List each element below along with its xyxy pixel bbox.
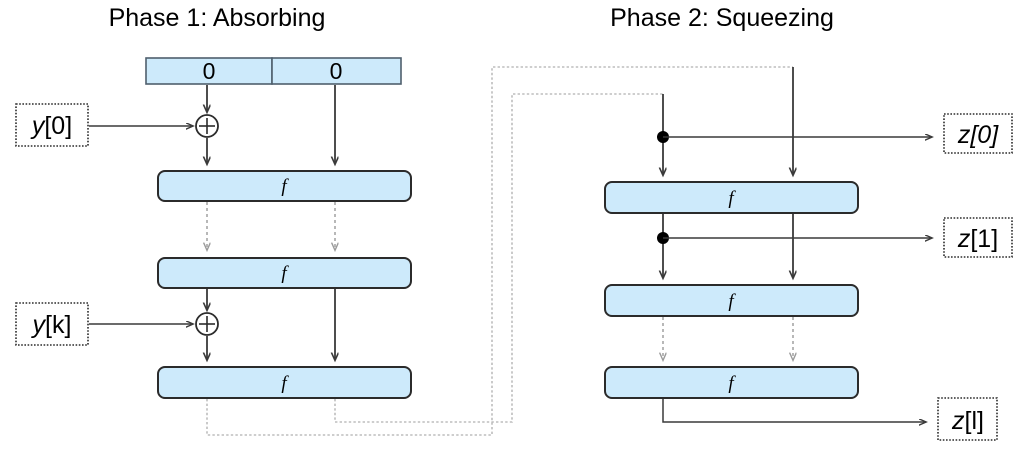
permutation-block-p1-3: f [157,366,412,399]
state-cell-capacity [271,57,402,85]
permutation-block-p1-2: f [157,257,412,289]
input-y0-index: [0] [44,112,72,140]
input-yk-index: [k] [45,311,71,339]
permutation-block-p1-1-rect [157,170,412,202]
xor-gate-2 [195,312,219,336]
permutation-block-p1-1: f [157,170,412,202]
permutation-block-p1-2-rect [157,257,412,289]
permutation-block-p2-1: f [604,181,859,214]
state-cell-rate-value: 0 [203,58,216,84]
permutation-block-p2-3-rect [604,366,859,399]
phase1-title: Phase 1: Absorbing [109,4,326,32]
state-cell-rate [145,57,273,85]
input-box-y0-label: y[0] [30,112,72,140]
input-box-yk: y[k] [15,302,89,346]
permutation-block-p1-3-rect [157,366,412,399]
input-yk-var: y [31,311,47,339]
permutation-block-p2-2-rect [604,284,859,317]
phase2-title: Phase 2: Squeezing [610,4,834,32]
output-zl-var: z [951,407,965,435]
permutation-block-p1-1-label: f [281,176,289,197]
permutation-block-p1-2-label: f [281,263,289,284]
permutation-block-p2-3: f [604,366,859,399]
output-box-z1: z[1] [943,217,1013,258]
permutation-block-p1-3-label: f [281,373,289,394]
initial-state-register: 0 0 [145,57,402,85]
input-box-yk-rect [15,302,89,346]
output-z0-index: [0] [969,121,999,149]
output-box-zl-rect [937,397,998,441]
feedback-rate-p1-to-p2 [206,66,793,436]
output-box-z0: z[0] [943,113,1013,154]
output-box-z0-rect [943,113,1013,154]
output-zl-index: [l] [965,407,984,435]
output-box-z1-rect [943,217,1013,258]
output-box-z1-label: z[1] [957,225,998,253]
input-box-yk-label: y[k] [31,311,72,339]
permutation-block-p2-2: f [604,284,859,317]
output-box-zl-label: z[l] [951,407,984,435]
feedback-capacity-p1-to-p2 [334,93,663,423]
output-z0-var: z [957,121,971,149]
arrow-f3-to-zl [662,399,926,422]
output-box-zl: z[l] [937,397,998,441]
permutation-block-p2-1-label: f [728,188,736,209]
input-box-y0-rect [15,103,89,147]
input-box-y0: y[0] [15,103,89,147]
permutation-block-p2-3-label: f [728,373,736,394]
output-z1-var: z [957,225,971,253]
input-y0-var: y [30,112,46,140]
permutation-block-p2-2-label: f [728,291,736,312]
output-box-z0-label: z[0] [957,121,999,149]
xor-gate-1 [195,114,219,138]
permutation-block-p2-1-rect [604,181,859,214]
output-z1-index: [1] [970,225,998,253]
state-cell-capacity-value: 0 [330,58,343,84]
